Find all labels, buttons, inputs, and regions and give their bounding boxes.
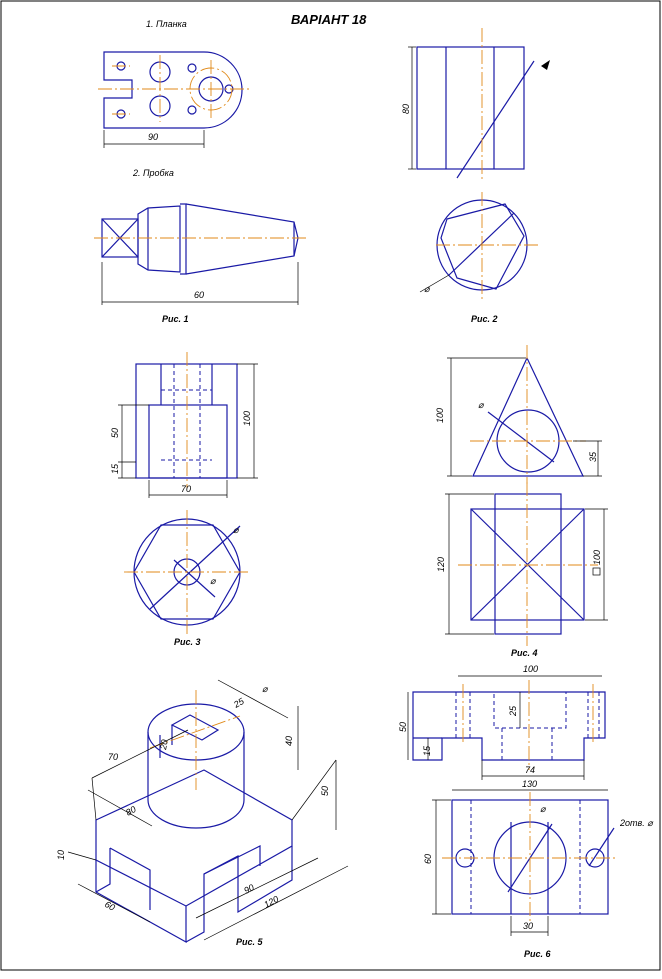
fig3-dim-outer-dia: ⌀ (233, 525, 240, 535)
fig3-dim-100: 100 (242, 411, 252, 426)
fig5-caption: Рис. 5 (236, 937, 264, 947)
fig4-dim-120: 120 (436, 557, 446, 572)
fig6-dim-dia: ⌀ (540, 804, 547, 814)
fig4-dim-100sq: 100 (592, 550, 602, 565)
fig6-dim-100: 100 (523, 664, 538, 674)
fig1-plug: 60 (94, 203, 306, 305)
fig3-dim-15: 15 (110, 463, 120, 474)
part1-label: 1. Планка (146, 19, 187, 29)
fig5-dim-70: 70 (108, 752, 118, 762)
fig1-caption: Рис. 1 (162, 314, 189, 324)
fig5-dim-10: 10 (56, 850, 66, 860)
fig5-dim-80: 80 (124, 804, 138, 818)
fig3-dim-50: 50 (110, 428, 120, 438)
fig6-dim-25: 25 (508, 705, 518, 717)
fig6-drawing: 100 25 50 15 74 130 60 30 ⌀ 2отв. ⌀ (398, 664, 654, 936)
fig5-dim-50: 50 (320, 786, 330, 796)
fig3-dim-70: 70 (181, 484, 191, 494)
fig3-dim-inner-dia: ⌀ (210, 576, 217, 586)
fig5-dim-40: 40 (284, 736, 294, 746)
part2-label: 2. Пробка (132, 168, 174, 178)
fig4-drawing: 100 35 ⌀ 120 100 (435, 345, 608, 646)
fig2-caption: Рис. 2 (471, 314, 498, 324)
fig6-dim-60: 60 (423, 854, 433, 864)
fig1-dim-90: 90 (148, 132, 158, 142)
fig5-dim-dia: ⌀ (262, 684, 269, 694)
fig6-dim-130: 130 (522, 779, 537, 789)
fig4-dim-100: 100 (435, 408, 445, 423)
fig5-dim-90: 90 (242, 882, 256, 896)
fig2-drawing: 80 ⌀ (401, 28, 550, 300)
fig5-dim-20: 20 (158, 739, 170, 752)
fig5-drawing: 70 20 25 ⌀ 40 80 50 10 60 90 120 (56, 679, 349, 944)
fig5-dim-25: 25 (231, 696, 246, 711)
fig1-plate: 90 (98, 51, 250, 148)
fig5-dim-60: 60 (103, 899, 117, 913)
fig6-dim-30: 30 (523, 921, 533, 931)
fig2-dim-80: 80 (401, 104, 411, 114)
sheet-title: ВАРІАНТ 18 (291, 12, 367, 27)
fig6-caption: Рис. 6 (524, 949, 552, 959)
fig4-caption: Рис. 4 (511, 648, 538, 658)
fig1-dim-60: 60 (194, 290, 204, 300)
fig3-caption: Рис. 3 (174, 637, 201, 647)
fig6-dim-holes: 2отв. ⌀ (619, 818, 654, 828)
fig2-dim-dia: ⌀ (424, 284, 431, 294)
fig3-drawing: 50 15 100 70 ⌀ ⌀ (110, 352, 258, 634)
fig6-dim-74: 74 (525, 765, 535, 775)
fig6-dim-50: 50 (398, 722, 408, 732)
fig4-dim-dia: ⌀ (478, 400, 485, 410)
fig4-dim-35: 35 (588, 451, 598, 462)
fig6-dim-15: 15 (422, 745, 432, 756)
